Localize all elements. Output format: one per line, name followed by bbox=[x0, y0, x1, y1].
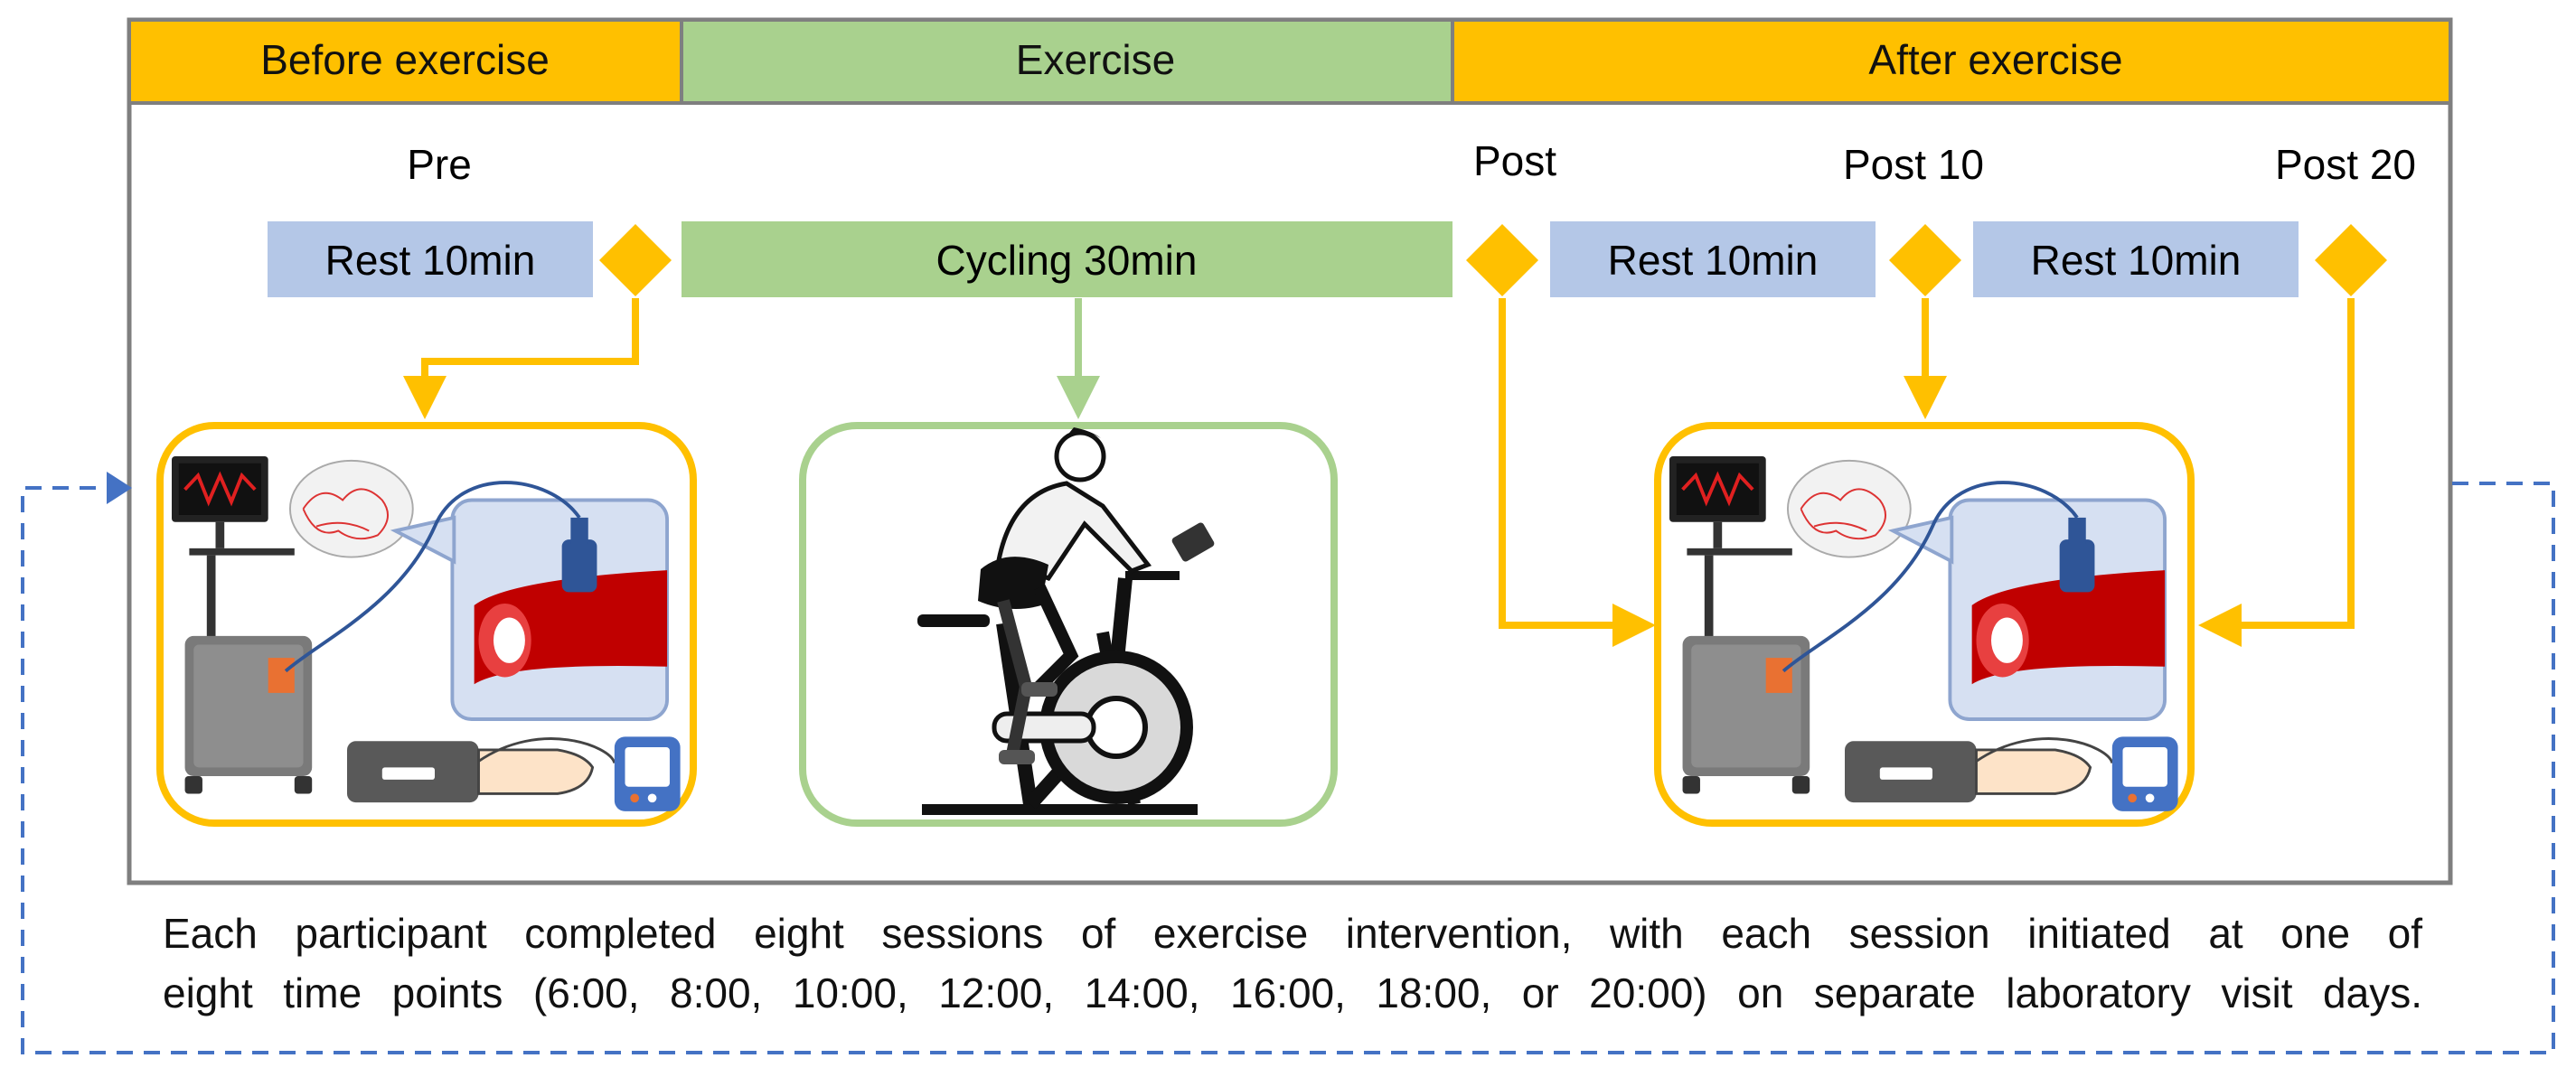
timepoint-post20: Post 20 bbox=[2275, 141, 2416, 188]
rest-block-pre-label: Rest 10min bbox=[325, 237, 536, 284]
phase-label-before: Before exercise bbox=[260, 36, 550, 83]
marker-diamond-post20 bbox=[2315, 224, 2387, 296]
rest-block-post-2: Rest 10min bbox=[1973, 221, 2299, 297]
phase-header-before: Before exercise bbox=[127, 18, 683, 105]
rest-block-post-1: Rest 10min bbox=[1550, 221, 1876, 297]
session-loop-arrow bbox=[21, 482, 2555, 1054]
phase-label-after: After exercise bbox=[1868, 36, 2122, 83]
caption-line-1: Each participant completed eight session… bbox=[163, 910, 2422, 957]
caption-line-2: eight time points (6:00, 8:00, 10:00, 12… bbox=[163, 969, 2422, 1016]
rest-block-pre: Rest 10min bbox=[268, 221, 593, 297]
phase-label-exercise: Exercise bbox=[1016, 36, 1175, 83]
phase-header-exercise: Exercise bbox=[680, 18, 1454, 105]
arrow-post-to-measurement bbox=[1499, 298, 1656, 647]
rest-block-post-1-label: Rest 10min bbox=[1608, 237, 1819, 284]
marker-diamond-pre bbox=[599, 224, 672, 296]
caption: Each participant completed eight session… bbox=[163, 904, 2422, 1023]
timepoint-pre: Pre bbox=[407, 141, 472, 188]
arrow-pre-to-measurement bbox=[403, 298, 639, 419]
timepoint-post10: Post 10 bbox=[1843, 141, 1984, 188]
session-loop-arrowhead bbox=[107, 472, 132, 504]
timepoint-post: Post bbox=[1473, 137, 1556, 184]
arrow-post20-to-measurement bbox=[2198, 298, 2355, 647]
rest-block-post-2-label: Rest 10min bbox=[2031, 237, 2242, 284]
marker-diamond-post10 bbox=[1889, 224, 1961, 296]
phase-header-after: After exercise bbox=[1451, 18, 2452, 105]
marker-diamond-post bbox=[1466, 224, 1538, 296]
cyclist-illustration bbox=[917, 427, 1215, 815]
cycling-block: Cycling 30min bbox=[682, 221, 1453, 297]
cycling-block-label: Cycling 30min bbox=[936, 237, 1198, 284]
